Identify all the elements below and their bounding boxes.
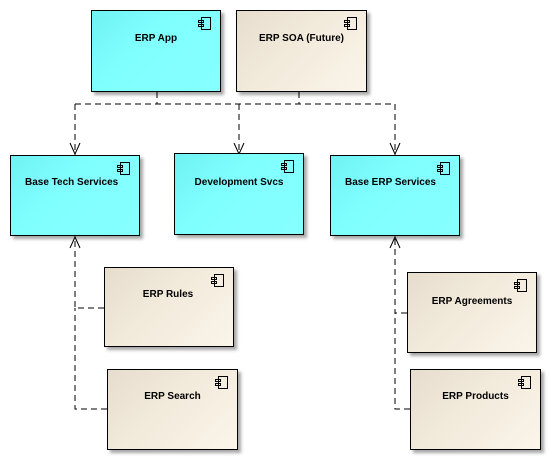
arrowhead-base-erp-top [389,142,401,156]
base-tech-services-component[interactable]: Base Tech Services [10,155,140,236]
development-svcs-component[interactable]: Development Svcs [174,153,304,235]
erp-products-component[interactable]: ERP Products [410,369,541,450]
arrowhead-base-erp-bottom [389,235,401,249]
erp-agreements-label: ERP Agreements [431,296,513,307]
uml-component-icon [437,162,451,176]
uml-component-icon [117,162,131,176]
dependency-line-agreements-to-base-erp [394,236,407,314]
arrowhead-base-tech-top [69,142,81,156]
erp-rules-component[interactable]: ERP Rules [104,267,234,347]
dependency-line-search-to-base-tech [74,308,107,410]
uml-component-icon [281,160,295,174]
erp-soa-label: ERP SOA (Future) [258,33,344,44]
erp-soa-component[interactable]: ERP SOA (Future) [236,10,367,92]
erp-app-component[interactable]: ERP App [91,10,221,92]
uml-component-icon [344,17,358,31]
base-tech-services-label: Base Tech Services [25,177,119,188]
uml-component-icon [514,279,528,293]
base-erp-services-component[interactable]: Base ERP Services [330,155,460,236]
dependency-line-app-to-services [156,92,299,105]
uml-component-icon [198,17,212,31]
erp-rules-label: ERP Rules [142,289,194,300]
erp-products-label: ERP Products [442,391,509,402]
uml-component-icon [211,274,225,288]
uml-component-icon [215,376,229,390]
erp-search-component[interactable]: ERP Search [107,369,238,450]
erp-search-label: ERP Search [144,391,201,402]
base-erp-services-label: Base ERP Services [345,177,436,188]
erp-app-label: ERP App [134,33,178,44]
arrowhead-base-tech-bottom [69,235,81,249]
dependency-line-products-to-base-erp [394,313,410,410]
erp-agreements-component[interactable]: ERP Agreements [407,272,537,353]
uml-component-icon [518,376,532,390]
development-svcs-label: Development Svcs [194,177,284,188]
